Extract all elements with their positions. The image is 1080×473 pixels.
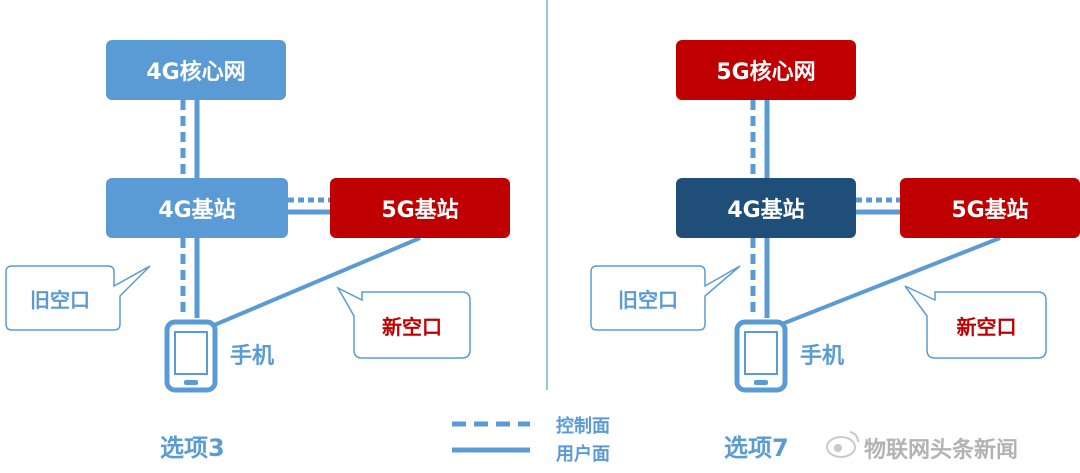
left-enb-node: 4G基站 xyxy=(106,178,288,238)
left-phone-label: 手机 xyxy=(230,344,275,369)
right-old-air-label: 旧空口 xyxy=(618,287,678,312)
left-new-air-callout-shape xyxy=(336,286,471,359)
left-new-air-link xyxy=(211,236,421,328)
right-new-air-callout-shape xyxy=(904,285,1047,359)
right-new-air-label: 新空口 xyxy=(956,314,1017,339)
left-option-label: 选项3 xyxy=(160,434,225,462)
right-phone-icon xyxy=(734,319,788,393)
right-option-label: 选项7 xyxy=(724,434,789,462)
left-old-air-label: 旧空口 xyxy=(30,287,90,312)
left-new-air-label: 新空口 xyxy=(382,314,442,339)
watermark-text: 物联网头条新闻 xyxy=(864,438,1019,463)
left-gnb-node: 5G基站 xyxy=(330,178,510,238)
right-old-air-callout-shape xyxy=(590,265,741,331)
right-new-air-link xyxy=(781,236,1001,326)
legend-control-label: 控制面 xyxy=(556,416,610,437)
right-gnb-node: 5G基站 xyxy=(900,178,1080,238)
right-enb-node: 4G基站 xyxy=(676,178,856,238)
left-core-node: 4G核心网 xyxy=(106,40,286,100)
left-phone-icon xyxy=(164,319,218,393)
right-phone-label: 手机 xyxy=(800,344,845,369)
right-core-node: 5G核心网 xyxy=(676,40,856,100)
weibo-icon xyxy=(826,431,859,458)
legend-user-label: 用户面 xyxy=(556,444,610,465)
left-old-air-callout-shape xyxy=(5,265,151,331)
